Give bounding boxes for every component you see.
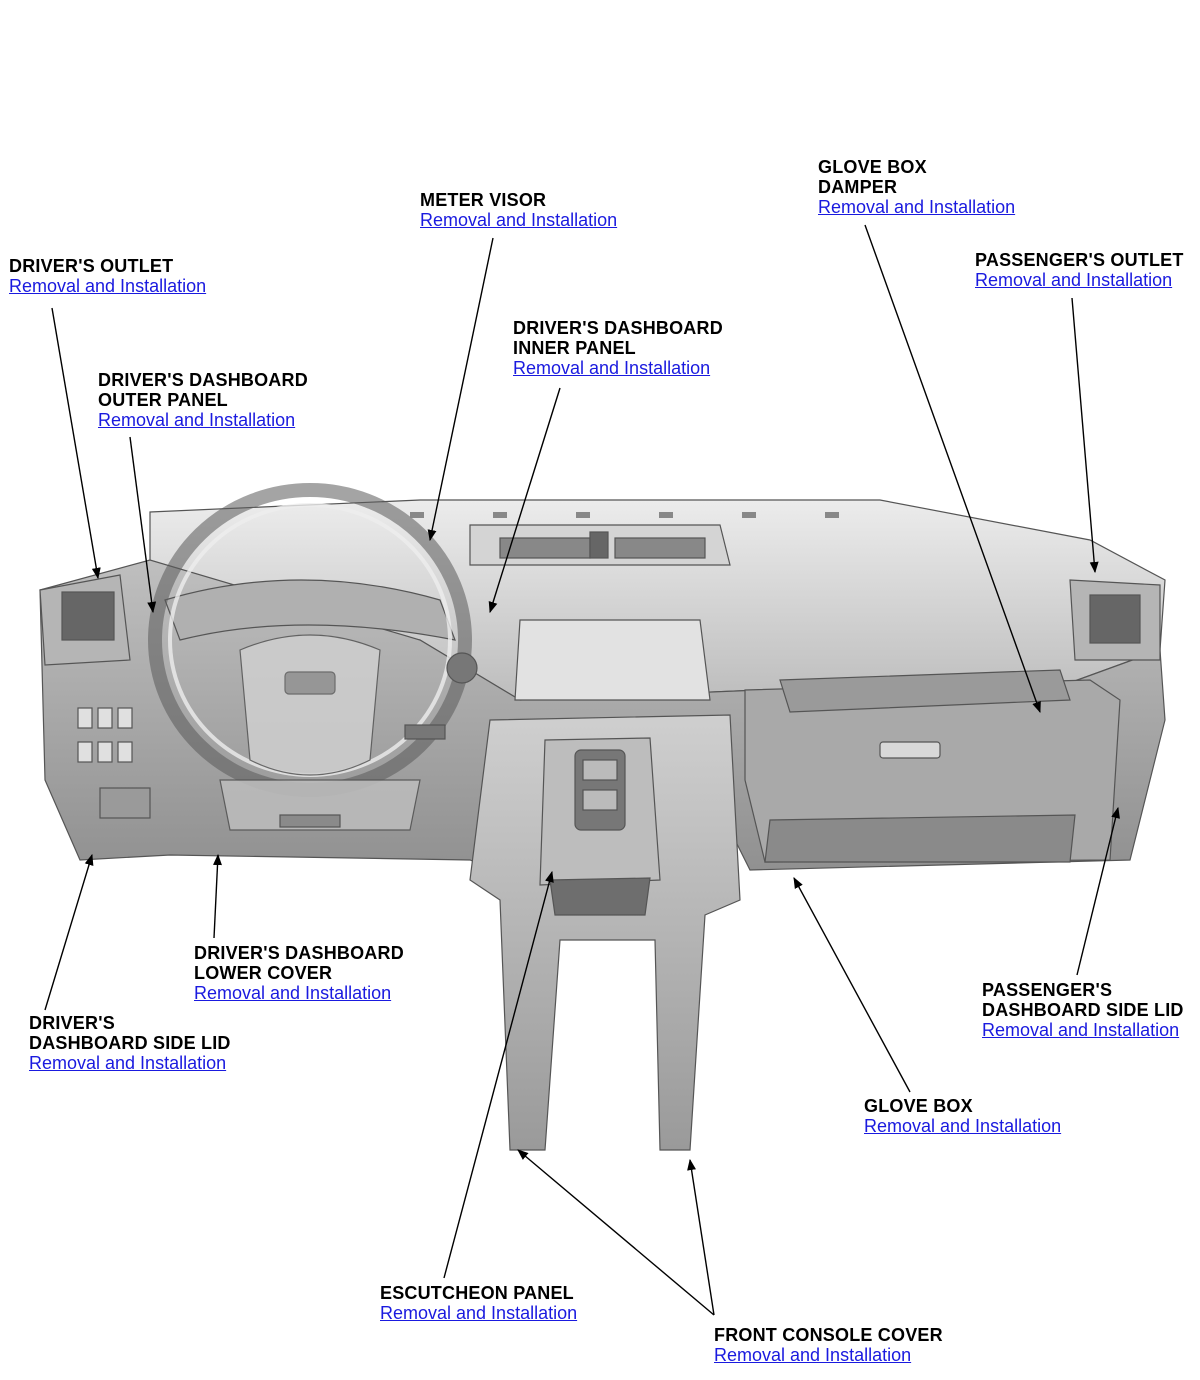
escutcheon-panel-title: ESCUTCHEON PANEL: [380, 1283, 574, 1303]
front-console-cover-title: FRONT CONSOLE COVER: [714, 1325, 943, 1345]
lower-cover-title-1: DRIVER'S DASHBOARD: [194, 943, 404, 963]
inner-panel-link[interactable]: Removal and Installation: [513, 358, 711, 378]
leader-glove-box: [793, 877, 911, 1093]
callout-drivers-dashboard-lower-cover: DRIVER'S DASHBOARD LOWER COVER Removal a…: [194, 943, 404, 1003]
drivers-outlet-title: DRIVER'S OUTLET: [9, 256, 174, 276]
leader-outer-panel: [129, 436, 157, 614]
passengers-outlet-title: PASSENGER'S OUTLET: [975, 250, 1184, 270]
callout-glove-box: GLOVE BOX Removal and Installation: [864, 1096, 1061, 1136]
leader-glove-box-damper: [864, 224, 1041, 714]
callout-passengers-dashboard-side-lid: PASSENGER'S DASHBOARD SIDE LID Removal a…: [982, 980, 1184, 1040]
drivers-side-lid-link[interactable]: Removal and Installation: [29, 1053, 227, 1073]
outer-panel-title-1: DRIVER'S DASHBOARD: [98, 370, 308, 390]
drivers-side-lid-title-2: DASHBOARD SIDE LID: [29, 1033, 231, 1053]
meter-visor-title: METER VISOR: [420, 190, 547, 210]
leader-inner-panel: [488, 387, 561, 614]
callout-drivers-dashboard-outer-panel: DRIVER'S DASHBOARD OUTER PANEL Removal a…: [98, 370, 308, 430]
glove-box-damper-title-1: GLOVE BOX: [818, 157, 927, 177]
lower-cover-title-2: LOWER COVER: [194, 963, 333, 983]
callout-drivers-dashboard-inner-panel: DRIVER'S DASHBOARD INNER PANEL Removal a…: [513, 318, 723, 378]
glove-box-title: GLOVE BOX: [864, 1096, 973, 1116]
escutcheon-panel-link[interactable]: Removal and Installation: [380, 1303, 578, 1323]
leader-passengers-outlet: [1071, 297, 1099, 574]
inner-panel-title-2: INNER PANEL: [513, 338, 636, 358]
callout-drivers-outlet: DRIVER'S OUTLET Removal and Installation: [9, 256, 206, 296]
passengers-side-lid-link[interactable]: Removal and Installation: [982, 1020, 1180, 1040]
leader-lower-cover: [213, 853, 222, 939]
leader-front-console-left: [517, 1149, 715, 1316]
callout-escutcheon-panel: ESCUTCHEON PANEL Removal and Installatio…: [380, 1283, 577, 1323]
callout-front-console-cover: FRONT CONSOLE COVER Removal and Installa…: [714, 1325, 943, 1365]
inner-panel-title-1: DRIVER'S DASHBOARD: [513, 318, 723, 338]
center-console: [469, 714, 741, 1151]
leader-lines: [44, 224, 1120, 1316]
leader-drivers-side-lid: [44, 853, 94, 1011]
callout-drivers-dashboard-side-lid: DRIVER'S DASHBOARD SIDE LID Removal and …: [29, 1013, 231, 1073]
passengers-outlet-link[interactable]: Removal and Installation: [975, 270, 1173, 290]
leader-passengers-side-lid: [1076, 806, 1120, 976]
dashboard-illustration: [39, 483, 1166, 1151]
drivers-outlet-link[interactable]: Removal and Installation: [9, 276, 207, 296]
callout-glove-box-damper: GLOVE BOX DAMPER Removal and Installatio…: [818, 157, 1015, 217]
leader-escutcheon-panel: [443, 870, 554, 1279]
meter-visor-link[interactable]: Removal and Installation: [420, 210, 618, 230]
leader-meter-visor: [427, 237, 494, 542]
glove-box-damper-link[interactable]: Removal and Installation: [818, 197, 1016, 217]
lower-cover-link[interactable]: Removal and Installation: [194, 983, 392, 1003]
front-console-cover-link[interactable]: Removal and Installation: [714, 1345, 912, 1365]
leader-front-console-right: [687, 1158, 715, 1316]
meter-hood: [164, 579, 456, 641]
outer-panel-title-2: OUTER PANEL: [98, 390, 228, 410]
drivers-side-lid-title-1: DRIVER'S: [29, 1013, 115, 1033]
outer-panel-link[interactable]: Removal and Installation: [98, 410, 296, 430]
leader-drivers-outlet: [51, 307, 101, 580]
callout-meter-visor: METER VISOR Removal and Installation: [420, 190, 617, 230]
passengers-side-lid-title-2: DASHBOARD SIDE LID: [982, 1000, 1184, 1020]
glove-box-damper-title-2: DAMPER: [818, 177, 898, 197]
glove-box-link[interactable]: Removal and Installation: [864, 1116, 1062, 1136]
passengers-side-lid-title-1: PASSENGER'S: [982, 980, 1113, 1000]
callout-passengers-outlet: PASSENGER'S OUTLET Removal and Installat…: [975, 250, 1184, 290]
